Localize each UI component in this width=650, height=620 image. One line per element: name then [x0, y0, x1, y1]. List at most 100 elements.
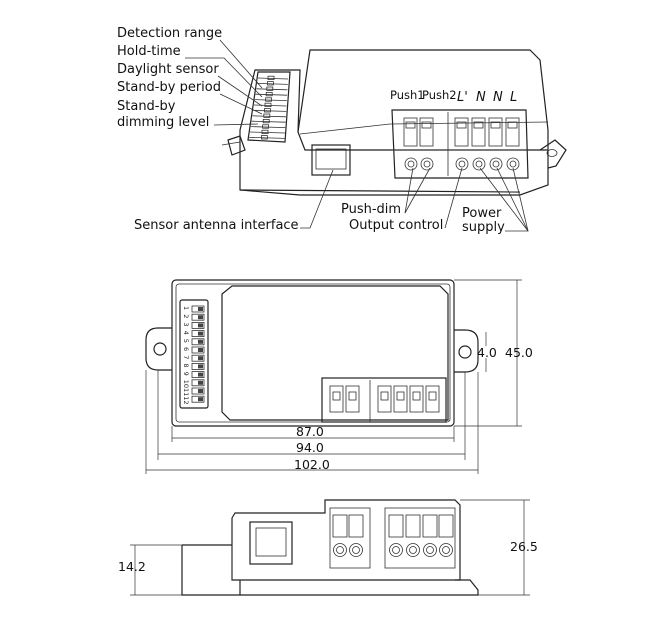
terminal-top-slot	[428, 391, 437, 401]
dip-3d-slot	[250, 126, 286, 128]
dip-top-number: 1	[182, 306, 190, 310]
dip-top-switch	[191, 362, 205, 370]
dip-top-switch	[191, 387, 205, 395]
dip-top-switch	[191, 305, 205, 313]
terminal-3d-tab	[507, 121, 518, 129]
dip-3d-slot	[256, 88, 288, 91]
dim-4: 4.0	[477, 345, 497, 360]
terminal-3d-lever	[403, 117, 418, 147]
terminal-side-lever	[332, 514, 348, 538]
dip-top-knob	[198, 380, 203, 385]
label-power-1: Power	[462, 206, 502, 221]
dip-top-knob	[198, 348, 203, 352]
side-view: 14.2 26.5	[118, 499, 538, 596]
dip-3d-slot	[257, 77, 289, 80]
dip-3d-toggle	[263, 108, 271, 113]
terminal-l-out: L'	[457, 90, 468, 105]
dim-26: 26.5	[510, 539, 538, 554]
dip-top-knob	[198, 372, 203, 377]
label-output-control: Output control	[349, 218, 443, 233]
terminal-3d-hole-inner	[407, 160, 415, 168]
dip-top-switch	[191, 379, 205, 387]
terminal-3d-hole	[420, 157, 434, 171]
perspective-view: Detection range Hold-time Daylight senso…	[117, 26, 567, 235]
terminal-push2: Push2	[422, 88, 457, 102]
terminal-3d-hole	[506, 157, 520, 171]
dim-45: 45.0	[505, 345, 533, 360]
terminal-3d-tab	[490, 121, 501, 129]
terminal-3d-lever	[454, 117, 469, 147]
terminal-3d-lever	[488, 117, 503, 147]
terminal-side-hole-inner	[392, 546, 400, 554]
terminal-top-slot	[348, 391, 357, 401]
terminal-3d-hole	[455, 157, 469, 171]
dip-3d-toggle	[266, 86, 274, 91]
label-detection-range: Detection range	[117, 26, 222, 41]
dip-3d-toggle	[267, 75, 275, 80]
dip-3d-toggle	[261, 129, 269, 134]
terminal-side-lever	[422, 514, 438, 538]
terminal-n2: N	[493, 90, 503, 105]
dip-top-number: 2	[182, 314, 190, 318]
terminal-3d-hole-inner	[475, 160, 483, 168]
dip-top-knob	[198, 331, 203, 336]
terminal-3d-tab	[473, 121, 484, 129]
dip-3d-slot	[249, 131, 286, 134]
dip-3d-toggle	[260, 135, 268, 140]
dip-3d-toggle	[263, 113, 271, 118]
terminal-3d-hole-inner	[492, 160, 500, 168]
terminal-3d-hole	[404, 157, 418, 171]
dip-3d-slot	[253, 104, 287, 107]
terminal-top-slot	[412, 391, 421, 401]
dim-102: 102.0	[294, 457, 330, 472]
terminal-side-hole-inner	[409, 546, 417, 554]
label-standby-2: dimming level	[117, 115, 209, 130]
terminal-3d-lever	[471, 117, 486, 147]
terminal-top-slot	[332, 391, 341, 401]
terminal-side-hole	[406, 543, 420, 557]
terminal-3d-hole-inner	[509, 160, 517, 168]
dip-top-number: 11	[182, 388, 190, 396]
terminal-top-lever	[377, 385, 392, 413]
dip-top-knob	[198, 323, 203, 328]
dip-3d-slot	[253, 110, 287, 112]
dip-top-switch	[191, 338, 205, 346]
terminal-push1: Push1	[390, 88, 425, 102]
dip-top-switch	[191, 330, 205, 338]
dip-top-knob	[198, 356, 203, 361]
dip-3d-slot	[254, 99, 287, 101]
dip-3d-slot	[255, 93, 288, 96]
terminal-side-hole-inner	[442, 546, 450, 554]
terminals-3d	[403, 112, 520, 176]
terminal-side-hole-inner	[336, 546, 344, 554]
terminal-top-lever	[409, 385, 424, 413]
terminal-3d-lever	[419, 117, 434, 147]
dip-3d-slot	[257, 83, 288, 85]
dip-top-switch	[191, 313, 205, 321]
dip-top-knob	[198, 397, 203, 402]
dip-3d-toggle	[264, 102, 272, 107]
dip-top-number: 8	[182, 363, 190, 367]
terminal-top-slot	[396, 391, 405, 401]
label-hold-time: Hold-time	[117, 44, 181, 59]
terminal-top-lever	[425, 385, 440, 413]
terminal-3d-tab	[421, 121, 432, 129]
dip-top-number: 3	[182, 322, 190, 326]
dip-top-switch	[191, 395, 205, 403]
label-daylight-sensor: Daylight sensor	[117, 62, 219, 77]
terminal-side-hole	[389, 543, 403, 557]
label-push-dim: Push-dim	[341, 202, 401, 217]
dip-top-knob	[198, 339, 203, 344]
dip-top-switch	[191, 346, 205, 354]
dip-top-knob	[198, 364, 203, 369]
dip-switch-3d	[249, 75, 289, 140]
dip-top-number: 4	[182, 331, 190, 335]
terminal-side-lever	[405, 514, 421, 538]
terminal-side-block-right	[384, 507, 456, 569]
dip-top-switch	[191, 354, 205, 362]
terminal-side-hole-inner	[426, 546, 434, 554]
